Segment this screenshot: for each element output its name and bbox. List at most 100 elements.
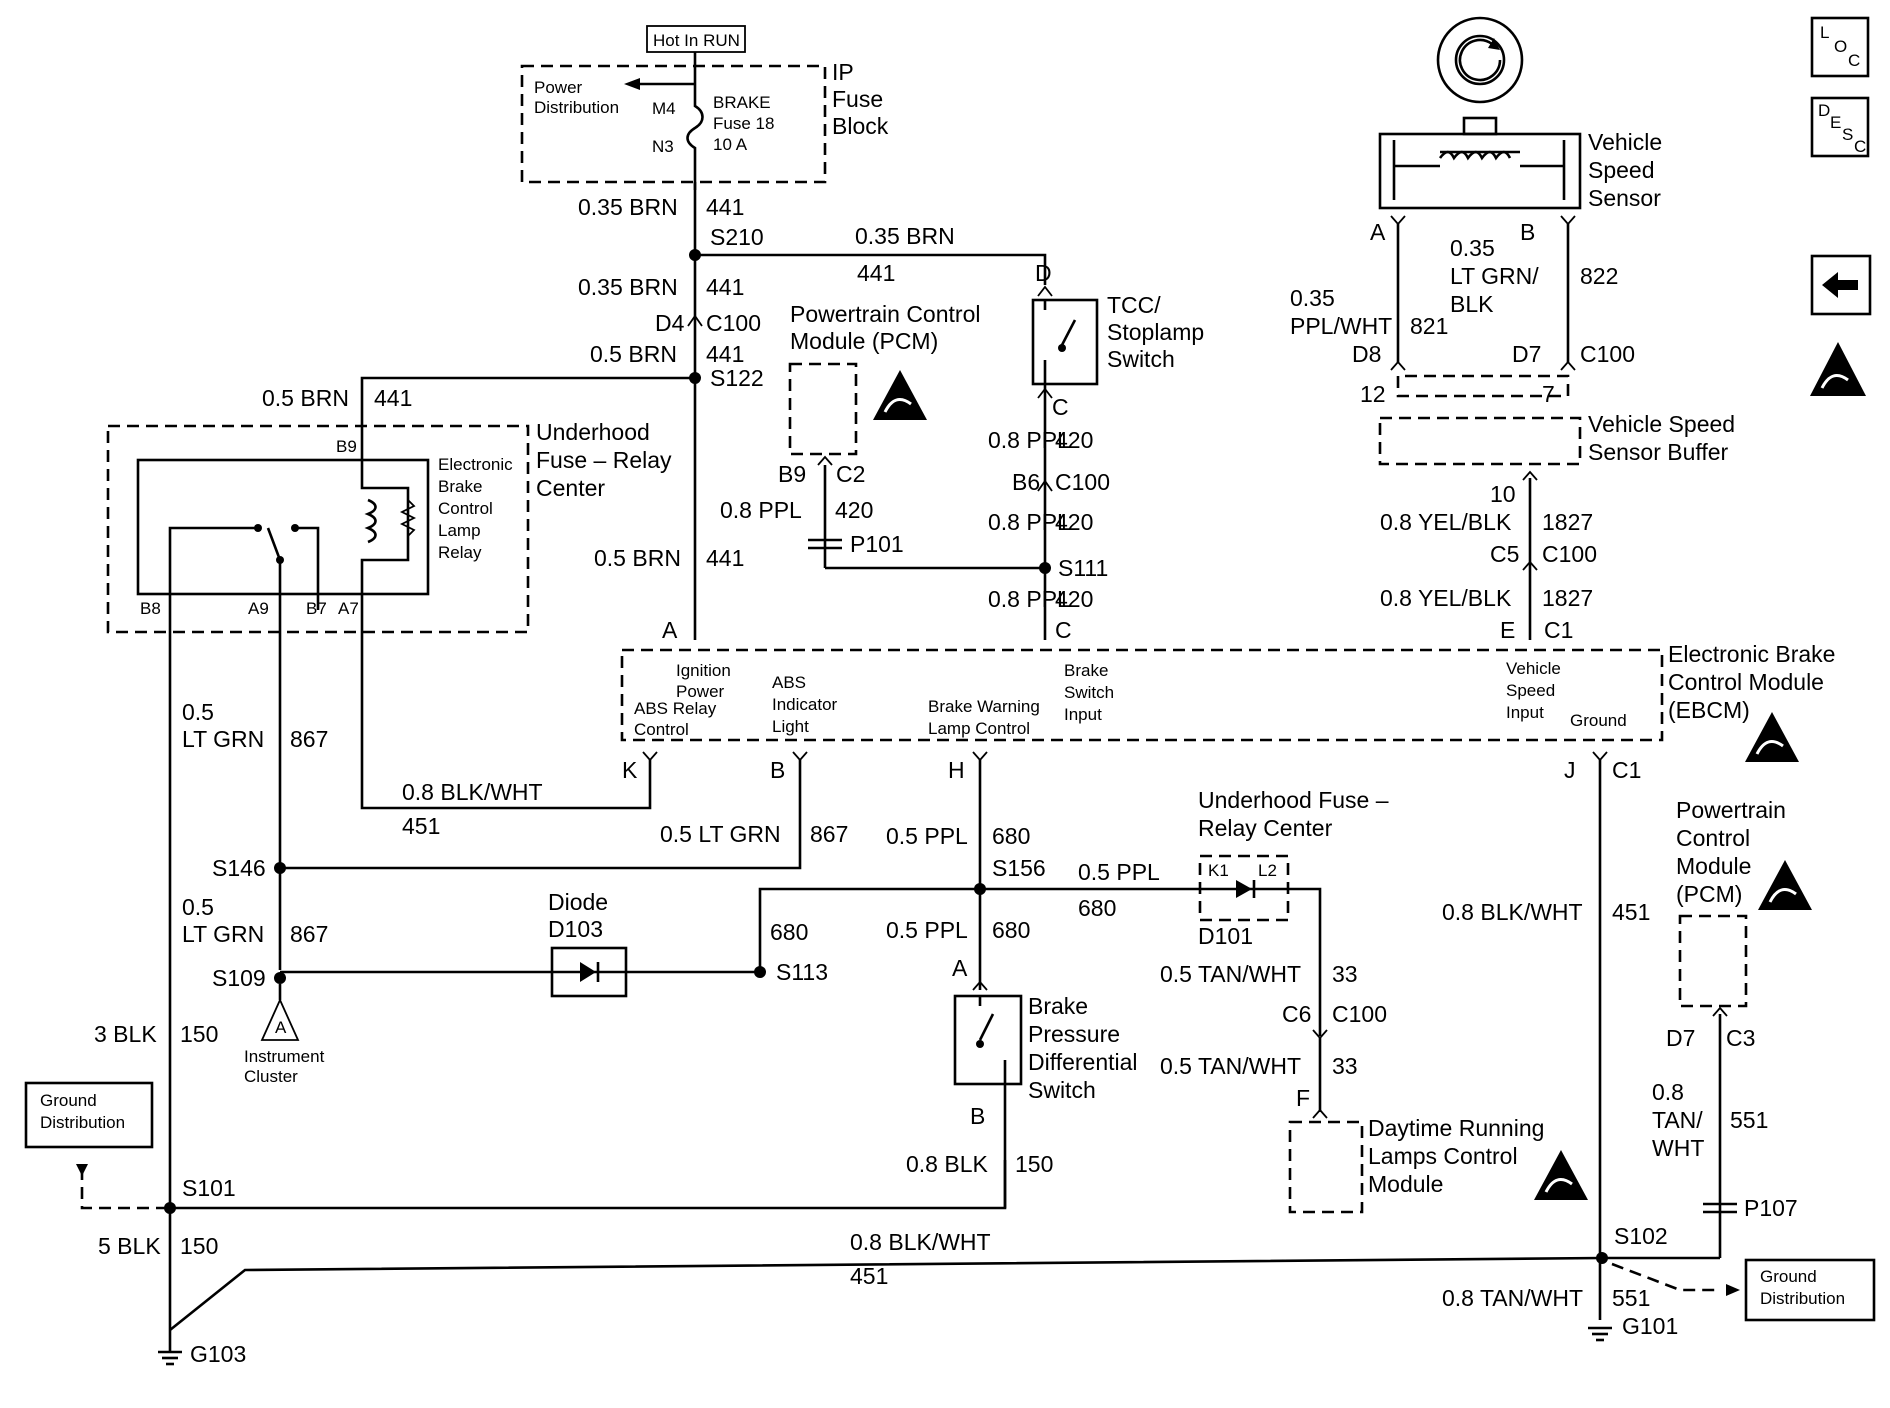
diagram-label: D103	[548, 916, 603, 942]
fuse-label-2: Fuse 18	[713, 114, 774, 133]
diagram-label: 0.8 PPL	[988, 586, 1070, 612]
esd-icon	[873, 370, 927, 420]
diagram-label: Brake Warning	[928, 697, 1040, 716]
diagram-label: WHT	[1652, 1135, 1704, 1161]
power-distribution-label-1: Power	[534, 78, 583, 97]
diagram-label: Module	[1676, 853, 1751, 879]
diagram-label: Switch	[1107, 346, 1175, 372]
fuse-label-3: 10 A	[713, 135, 748, 154]
diagram-label: Control	[438, 499, 493, 518]
diagram-label: B	[1520, 219, 1535, 245]
ebcm-box	[620, 648, 1664, 742]
drl-module-box	[1288, 1120, 1364, 1214]
diagram-label: LT GRN	[182, 726, 264, 752]
diagram-label: 0.8 PPL	[988, 509, 1070, 535]
diagram-label: TAN/	[1652, 1107, 1703, 1133]
diagram-label: Cluster	[244, 1067, 298, 1086]
diagram-label: Input	[1506, 703, 1544, 722]
diagram-label: Vehicle	[1588, 129, 1662, 155]
vehicle-speed-sensor-box	[1378, 132, 1582, 210]
p107-connector	[1703, 1202, 1737, 1214]
diagram-label: 33	[1332, 1053, 1358, 1079]
diagram-label: D7	[1512, 341, 1541, 367]
diagram-label: Vehicle	[1506, 659, 1561, 678]
diagram-label: 420	[1055, 427, 1093, 453]
diagram-label: 0.5 TAN/WHT	[1160, 961, 1301, 987]
instrument-cluster-ref	[260, 997, 300, 1041]
diagram-label: A	[662, 617, 678, 643]
diagram-label: B8	[140, 599, 161, 618]
underhood-fuse-relay-center-box	[106, 424, 530, 634]
diagram-label: 420	[835, 497, 873, 523]
diagram-label: B9	[336, 437, 357, 456]
diagram-label: ABS Relay	[634, 699, 717, 718]
diagram-label: S111	[1058, 555, 1108, 581]
diagram-label: B	[770, 757, 785, 783]
diagram-label: 12	[1360, 381, 1386, 407]
diagram-label: Distribution	[1760, 1289, 1845, 1308]
diagram-label: 0.5	[182, 699, 214, 725]
ebcm-lamp-relay	[136, 458, 430, 596]
diagram-label: 680	[1078, 895, 1116, 921]
pcm-top-box	[788, 362, 858, 456]
diagram-label: 0.35 BRN	[855, 223, 955, 249]
diagram-label: D	[1035, 260, 1052, 286]
diagram-label: C5	[1490, 541, 1519, 567]
diagram-label: B6	[1012, 469, 1040, 495]
diagram-label: G103	[190, 1341, 246, 1367]
diagram-label: Relay Center	[1198, 815, 1333, 841]
diagram-label: Daytime Running	[1368, 1115, 1544, 1141]
diagram-label: H	[948, 757, 965, 783]
diagram-label: Control Module	[1668, 669, 1824, 695]
diagram-label: O	[1834, 37, 1847, 56]
diagram-label: 1827	[1542, 585, 1593, 611]
diode-d103	[550, 946, 628, 998]
diagram-label: S146	[212, 855, 266, 881]
diagram-label: 150	[180, 1021, 218, 1047]
diagram-label: Ignition	[676, 661, 731, 680]
diagram-label: L2	[1258, 861, 1277, 880]
diagram-label: 551	[1730, 1107, 1768, 1133]
diagram-label: C	[1055, 617, 1072, 643]
diagram-label: 0.8 BLK	[906, 1151, 988, 1177]
diagram-label: Switch	[1028, 1077, 1096, 1103]
diagram-label: 441	[706, 341, 744, 367]
diagram-label: S113	[776, 959, 828, 985]
diagram-label: Power	[676, 682, 725, 701]
diagram-label: D7	[1666, 1025, 1695, 1051]
diagram-label: 0.8 YEL/BLK	[1380, 509, 1512, 535]
diagram-label: (EBCM)	[1668, 697, 1750, 723]
diagram-label: Electronic Brake	[1668, 641, 1835, 667]
brake-fuse-18	[686, 84, 704, 190]
diagram-label: P101	[850, 531, 904, 557]
diagram-label: C	[1854, 137, 1866, 156]
diagram-label: ABS	[772, 673, 806, 692]
diagram-label: 1827	[1542, 509, 1593, 535]
diagram-label: Lamp Control	[928, 719, 1030, 738]
diagram-label: S210	[710, 224, 764, 250]
diagram-label: 33	[1332, 961, 1358, 987]
diagram-label: 0.5 BRN	[594, 545, 681, 571]
diagram-label: 867	[290, 726, 328, 752]
diagram-label: S101	[182, 1175, 236, 1201]
diagram-label: Speed	[1588, 157, 1655, 183]
diagram-label: 680	[992, 917, 1030, 943]
diagram-label: Module (PCM)	[790, 328, 938, 354]
diagram-label: 420	[1055, 586, 1093, 612]
back-arrow-icon[interactable]	[1810, 254, 1872, 316]
diagram-label: 420	[1055, 509, 1093, 535]
diagram-label: 7	[1542, 381, 1555, 407]
diagram-label: K1	[1208, 861, 1229, 880]
diagram-label: B	[970, 1103, 985, 1129]
diagram-label: 0.8 PPL	[720, 497, 802, 523]
diagram-label: 0.5 BRN	[590, 341, 677, 367]
diagram-label: D8	[1352, 341, 1381, 367]
loc-icon[interactable]: LOC	[1810, 16, 1870, 78]
diagram-label: A	[1370, 219, 1386, 245]
ip-fuse-block-title-2: Fuse	[832, 86, 883, 112]
esd-icon	[1810, 342, 1866, 396]
diagram-label: 0.8 YEL/BLK	[1380, 585, 1512, 611]
diagram-label: C2	[836, 461, 865, 487]
